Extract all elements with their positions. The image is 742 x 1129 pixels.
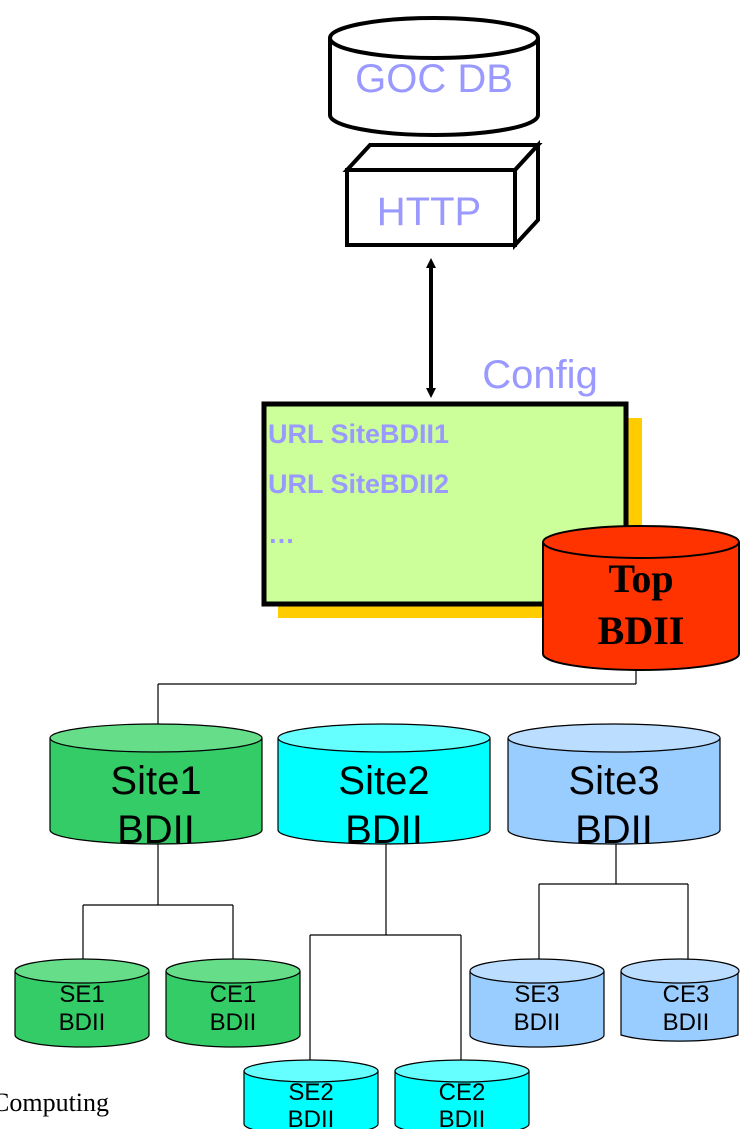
goc-db-label: GOC DB xyxy=(355,57,513,101)
top-site-connectors xyxy=(157,670,637,728)
site3-line1: Site3 xyxy=(568,759,659,803)
ce1-bdii-cylinder: CE1 BDII xyxy=(165,958,301,1048)
site2-line2: BDII xyxy=(345,808,423,852)
caption-text: Computing xyxy=(0,1088,109,1117)
se3-line2: BDII xyxy=(514,1009,561,1036)
se3-line1: SE3 xyxy=(514,981,559,1008)
config-line-1: URL SiteBDII1 xyxy=(268,419,449,449)
site1-connectors xyxy=(82,844,234,963)
ce3-line2: BDII xyxy=(663,1009,710,1036)
http-label: HTTP xyxy=(377,190,481,234)
site3-connectors xyxy=(538,844,689,963)
ce2-bdii-cylinder: CE2 BDII xyxy=(394,1059,530,1129)
site3-line2: BDII xyxy=(575,808,653,852)
config-line-2: URL SiteBDII2 xyxy=(268,469,449,499)
site2-connectors xyxy=(309,844,462,1063)
ce2-line1: CE2 xyxy=(439,1079,486,1106)
ce1-line1: CE1 xyxy=(210,981,257,1008)
ce1-line2: BDII xyxy=(210,1009,257,1036)
top-bdii-line1: Top xyxy=(608,556,673,601)
se3-bdii-cylinder: SE3 BDII xyxy=(469,958,605,1048)
se1-line2: BDII xyxy=(59,1009,106,1036)
http-box: HTTP xyxy=(342,139,543,251)
se2-line2: BDII xyxy=(288,1106,335,1129)
site1-line2: BDII xyxy=(117,808,195,852)
site1-line1: Site1 xyxy=(110,759,201,803)
se1-line1: SE1 xyxy=(59,981,104,1008)
goc-db-cylinder: GOC DB xyxy=(328,16,540,137)
config-label: Config xyxy=(482,353,598,397)
top-bdii-line2: BDII xyxy=(598,608,685,653)
site3-bdii-cylinder: Site3 BDII xyxy=(507,723,721,852)
se1-bdii-cylinder: SE1 BDII xyxy=(14,958,150,1048)
site1-bdii-cylinder: Site1 BDII xyxy=(49,723,263,852)
ce3-line1: CE3 xyxy=(663,981,710,1008)
site2-line1: Site2 xyxy=(338,759,429,803)
se2-bdii-cylinder: SE2 BDII xyxy=(243,1059,379,1129)
config-line-3: … xyxy=(268,519,295,549)
se2-line1: SE2 xyxy=(288,1079,333,1106)
ce2-line2: BDII xyxy=(439,1106,486,1129)
top-bdii-cylinder: Top BDII xyxy=(542,525,740,671)
ce3-bdii-cylinder: CE3 BDII xyxy=(620,958,740,1042)
site2-bdii-cylinder: Site2 BDII xyxy=(277,723,491,852)
